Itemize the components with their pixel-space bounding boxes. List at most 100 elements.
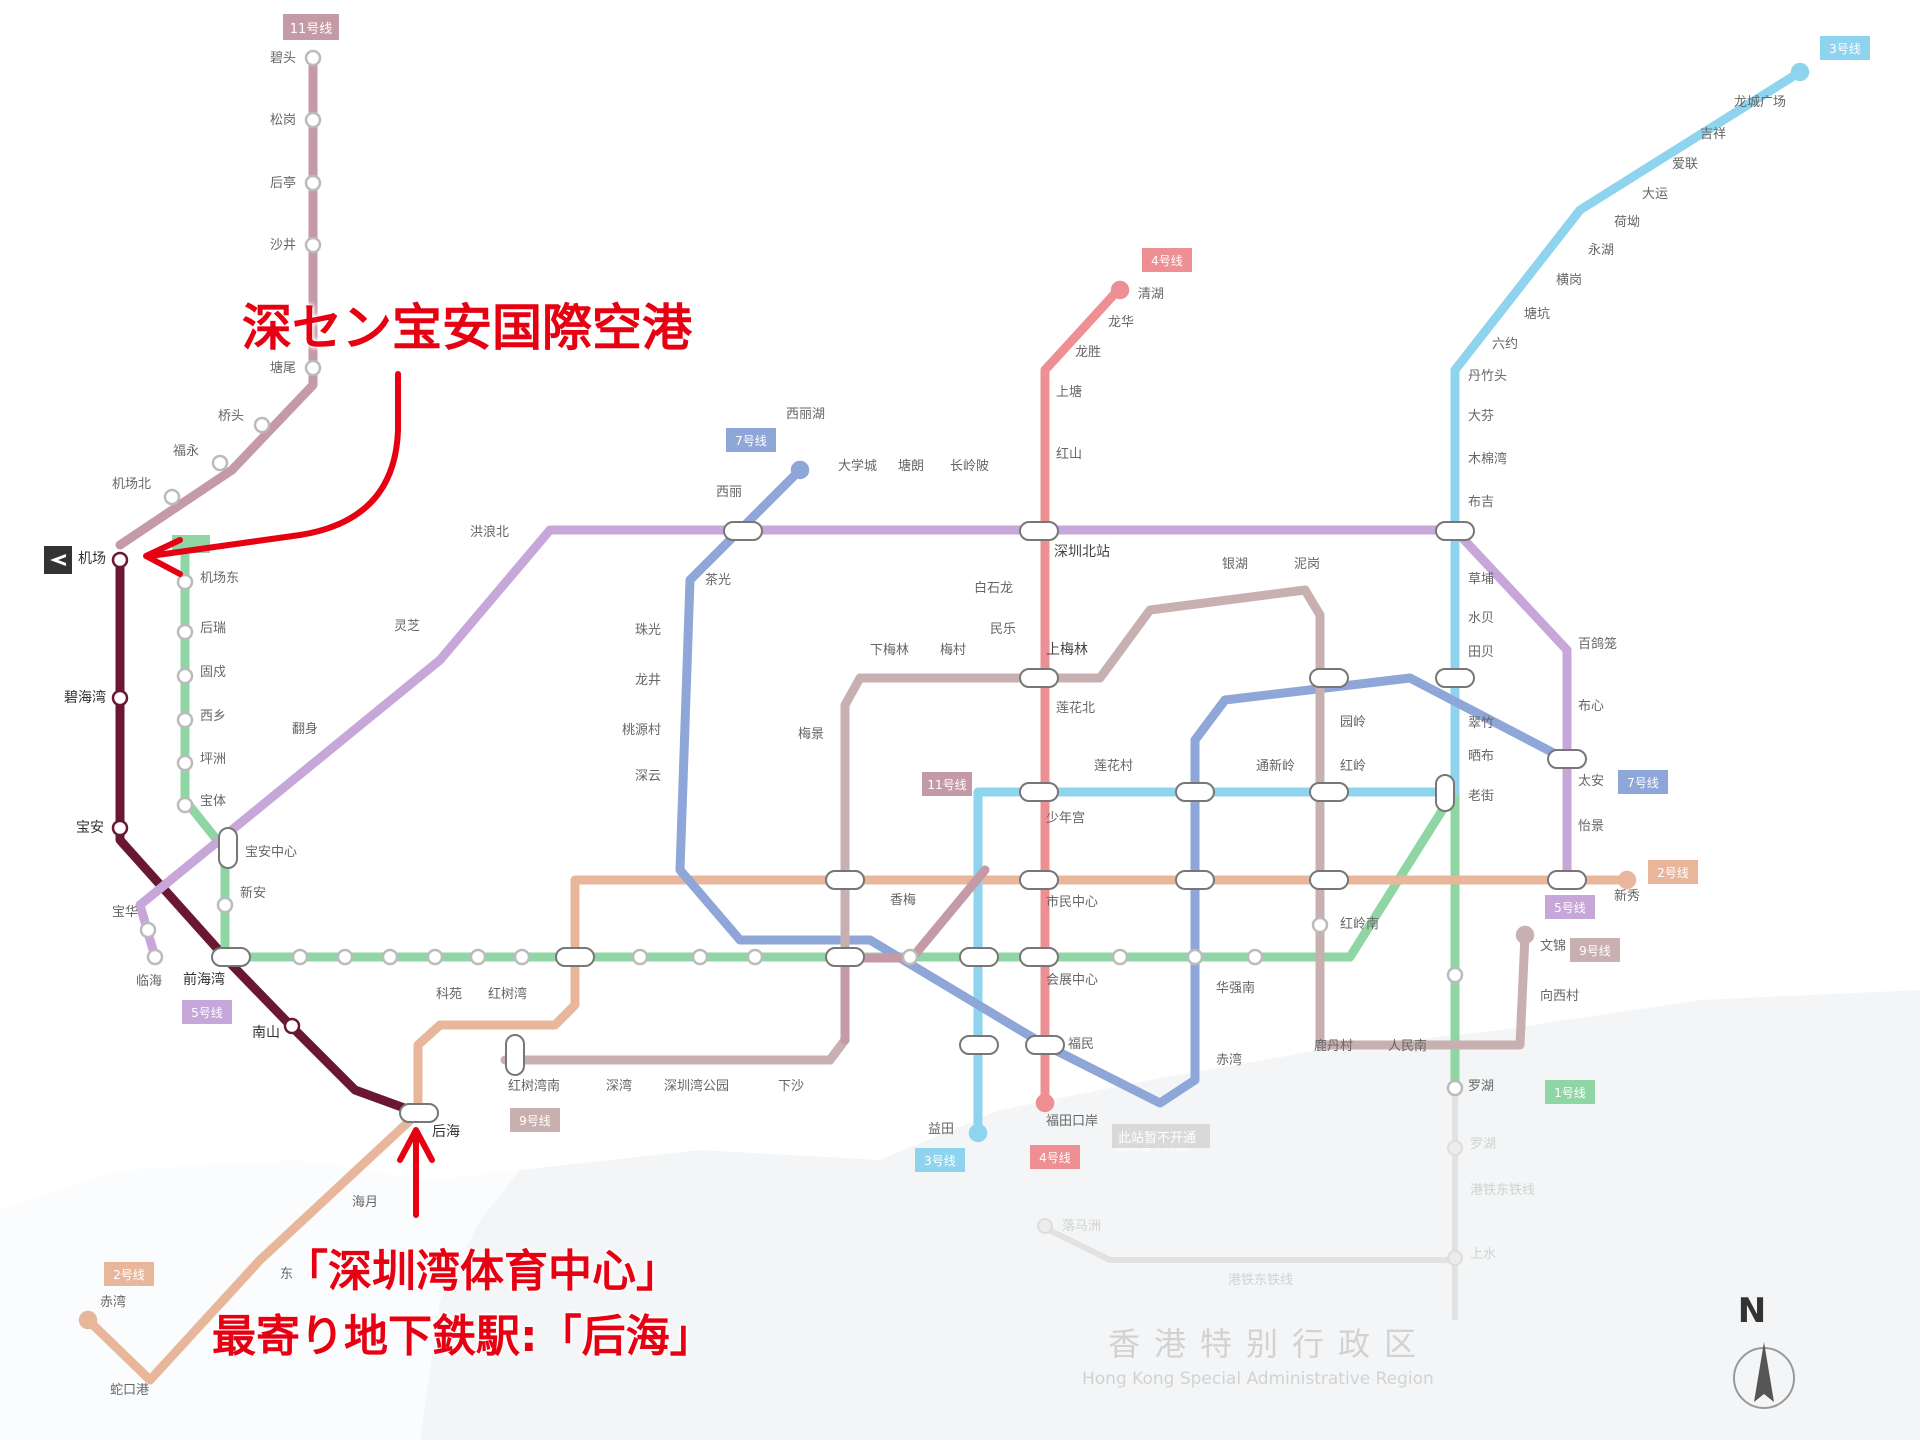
badge-line-7-east-bg xyxy=(1618,770,1668,794)
badge-line-2-west-text: 2号线 xyxy=(113,1268,145,1282)
label-chiwei: 赤湾 xyxy=(1216,1052,1242,1068)
label-renminnan: 人民南 xyxy=(1388,1038,1427,1054)
station-baoti-dot xyxy=(176,796,194,814)
station-labels: 碧头 松岗 后亭 沙井 塘尾 桥头 福永 机场北 机场 碧海湾 宝安 前海湾 南… xyxy=(64,51,1786,1398)
badge-line-2-west: 2号线 xyxy=(104,1262,154,1286)
label-nanshan: 南山 xyxy=(252,1025,280,1041)
badge-line-1-east-bg xyxy=(1545,1080,1595,1104)
hk-stations xyxy=(1037,1140,1463,1266)
hk-label-shangshui: 上水 xyxy=(1470,1247,1496,1262)
badge-line-9-east-text: 9号线 xyxy=(1579,944,1611,958)
station-xixiang-dot xyxy=(176,711,194,729)
label-shangtang: 上塘 xyxy=(1056,384,1082,400)
label-lianhuacun: 莲花村 xyxy=(1094,758,1133,774)
badge-line-5-east-bg xyxy=(1545,895,1595,919)
label-longchengguangchang: 龙城广场 xyxy=(1734,95,1786,110)
line-11-lower xyxy=(115,555,423,1118)
label-xiangmei: 香梅 xyxy=(890,893,916,908)
line-5 xyxy=(135,525,1572,962)
badge-line-1-east-text: 1号线 xyxy=(1554,1086,1586,1100)
label-futiankouan: 福田口岸 xyxy=(1046,1114,1098,1129)
interchange-shangmeilin xyxy=(1019,668,1059,688)
airport-arrow-head xyxy=(143,537,183,577)
label-fanshen: 翻身 xyxy=(292,721,318,737)
interchange-buji xyxy=(1435,521,1475,541)
label-cuizhu: 翠竹 xyxy=(1468,716,1494,731)
label-xilihu: 西丽湖 xyxy=(786,407,825,422)
airport-icon xyxy=(44,546,72,574)
station-xilihu-dot xyxy=(790,460,810,480)
annotation-arrows xyxy=(143,371,435,1218)
station-jichangdong-dot xyxy=(176,573,194,591)
station-yitian-dot xyxy=(968,1123,988,1143)
label-liuyue: 六约 xyxy=(1492,337,1518,352)
label-yinhu: 银湖 xyxy=(1222,557,1248,572)
station-wenjin-dot xyxy=(1515,925,1535,945)
label-yitian: 益田 xyxy=(928,1122,954,1137)
station-jichang-dot xyxy=(111,551,129,569)
station-xinxiu-dot xyxy=(1617,870,1637,890)
label-bihaiwan: 碧海湾 xyxy=(64,689,106,706)
label-baishilong: 白石龙 xyxy=(974,580,1013,596)
interchange-fumin xyxy=(1025,1035,1065,1055)
badge-line-11-top: 11号线 xyxy=(283,14,339,40)
north-label: N xyxy=(1738,1291,1766,1331)
station-qiaotou-dot xyxy=(253,416,271,434)
interchange-xili xyxy=(723,521,763,541)
label-dayun: 大运 xyxy=(1642,187,1668,202)
interchange-shiminzhongxin xyxy=(1019,870,1059,890)
interchange-taian xyxy=(1547,749,1587,769)
badge-line-11-center-text: 11号线 xyxy=(927,778,966,792)
badge-line-1-east: 1号线 xyxy=(1545,1080,1595,1104)
label-pingzhou: 坪洲 xyxy=(200,752,226,767)
label-huizhanzhongxin: 会展中心 xyxy=(1046,973,1098,988)
label-zhuguang: 珠光 xyxy=(635,623,661,638)
line-badges: 11号线 4号线 3号线 7号线 7号线 11号线 xyxy=(104,14,1870,1286)
label-meicun: 梅村 xyxy=(940,643,966,658)
label-longhua: 龙华 xyxy=(1108,315,1134,330)
label-shenzhenwangongyuan: 深圳湾公园 xyxy=(664,1078,729,1094)
station-fuyong-dot xyxy=(211,454,229,472)
label-shenyun: 深云 xyxy=(635,769,661,784)
hk-label-east-rail-2: 港铁东铁线 xyxy=(1228,1273,1293,1288)
label-fuyong: 福永 xyxy=(173,444,199,459)
label-henggang: 横岗 xyxy=(1556,273,1582,288)
label-ludancun: 鹿丹村 xyxy=(1314,1038,1353,1054)
label-caopu: 草埔 xyxy=(1468,572,1494,587)
station-tangwei-dot xyxy=(304,359,322,377)
badge-line-7-west-bg xyxy=(726,428,776,452)
label-meijing: 梅景 xyxy=(798,727,824,742)
label-xixiang: 西乡 xyxy=(200,709,226,724)
label-baoanzhongxin: 宝安中心 xyxy=(245,845,297,860)
badge-line-7-west-text: 7号线 xyxy=(735,434,767,448)
station-baishizhou-dot xyxy=(513,948,531,966)
hk-lines xyxy=(1043,1090,1458,1320)
label-xiameilin: 下梅林 xyxy=(870,643,909,658)
badge-line-4-top-bg xyxy=(1142,248,1192,272)
label-shekougang: 蛇口港 xyxy=(110,1383,149,1398)
hk-label-luohu: 罗湖 xyxy=(1470,1137,1496,1152)
station-daxin-dot xyxy=(336,948,354,966)
label-danzhutou: 丹竹头 xyxy=(1468,369,1507,384)
label-tangkeng: 塘坑 xyxy=(1524,306,1550,322)
label-qiaotou: 桥头 xyxy=(218,409,244,424)
badge-line-3-top: 3号线 xyxy=(1820,36,1870,60)
interchange-laojie xyxy=(1435,774,1455,812)
label-baohua: 宝华 xyxy=(112,905,138,920)
badge-line-2-east-text: 2号线 xyxy=(1657,866,1689,880)
badge-line-3-south: 3号线 xyxy=(915,1148,965,1172)
label-hongshan: 红山 xyxy=(1056,446,1082,462)
hk-shangshui-dot xyxy=(1447,1250,1463,1266)
interchange-huaqiangbei xyxy=(1175,870,1215,890)
label-shenzhenbeizhan: 深圳北站 xyxy=(1054,544,1110,560)
badge-line-11-center: 11号线 xyxy=(922,772,972,796)
badge-line-3-top-text: 3号线 xyxy=(1829,42,1861,56)
interchange-huaxin xyxy=(1175,782,1215,802)
label-guxu: 固戍 xyxy=(200,665,226,680)
station-guxu-dot xyxy=(176,667,194,685)
label-houhai: 后海 xyxy=(432,1124,460,1140)
badge-line-9-west-text: 9号线 xyxy=(519,1114,551,1128)
badge-line-2-west-bg xyxy=(104,1262,154,1286)
label-xili: 西丽 xyxy=(716,485,742,500)
